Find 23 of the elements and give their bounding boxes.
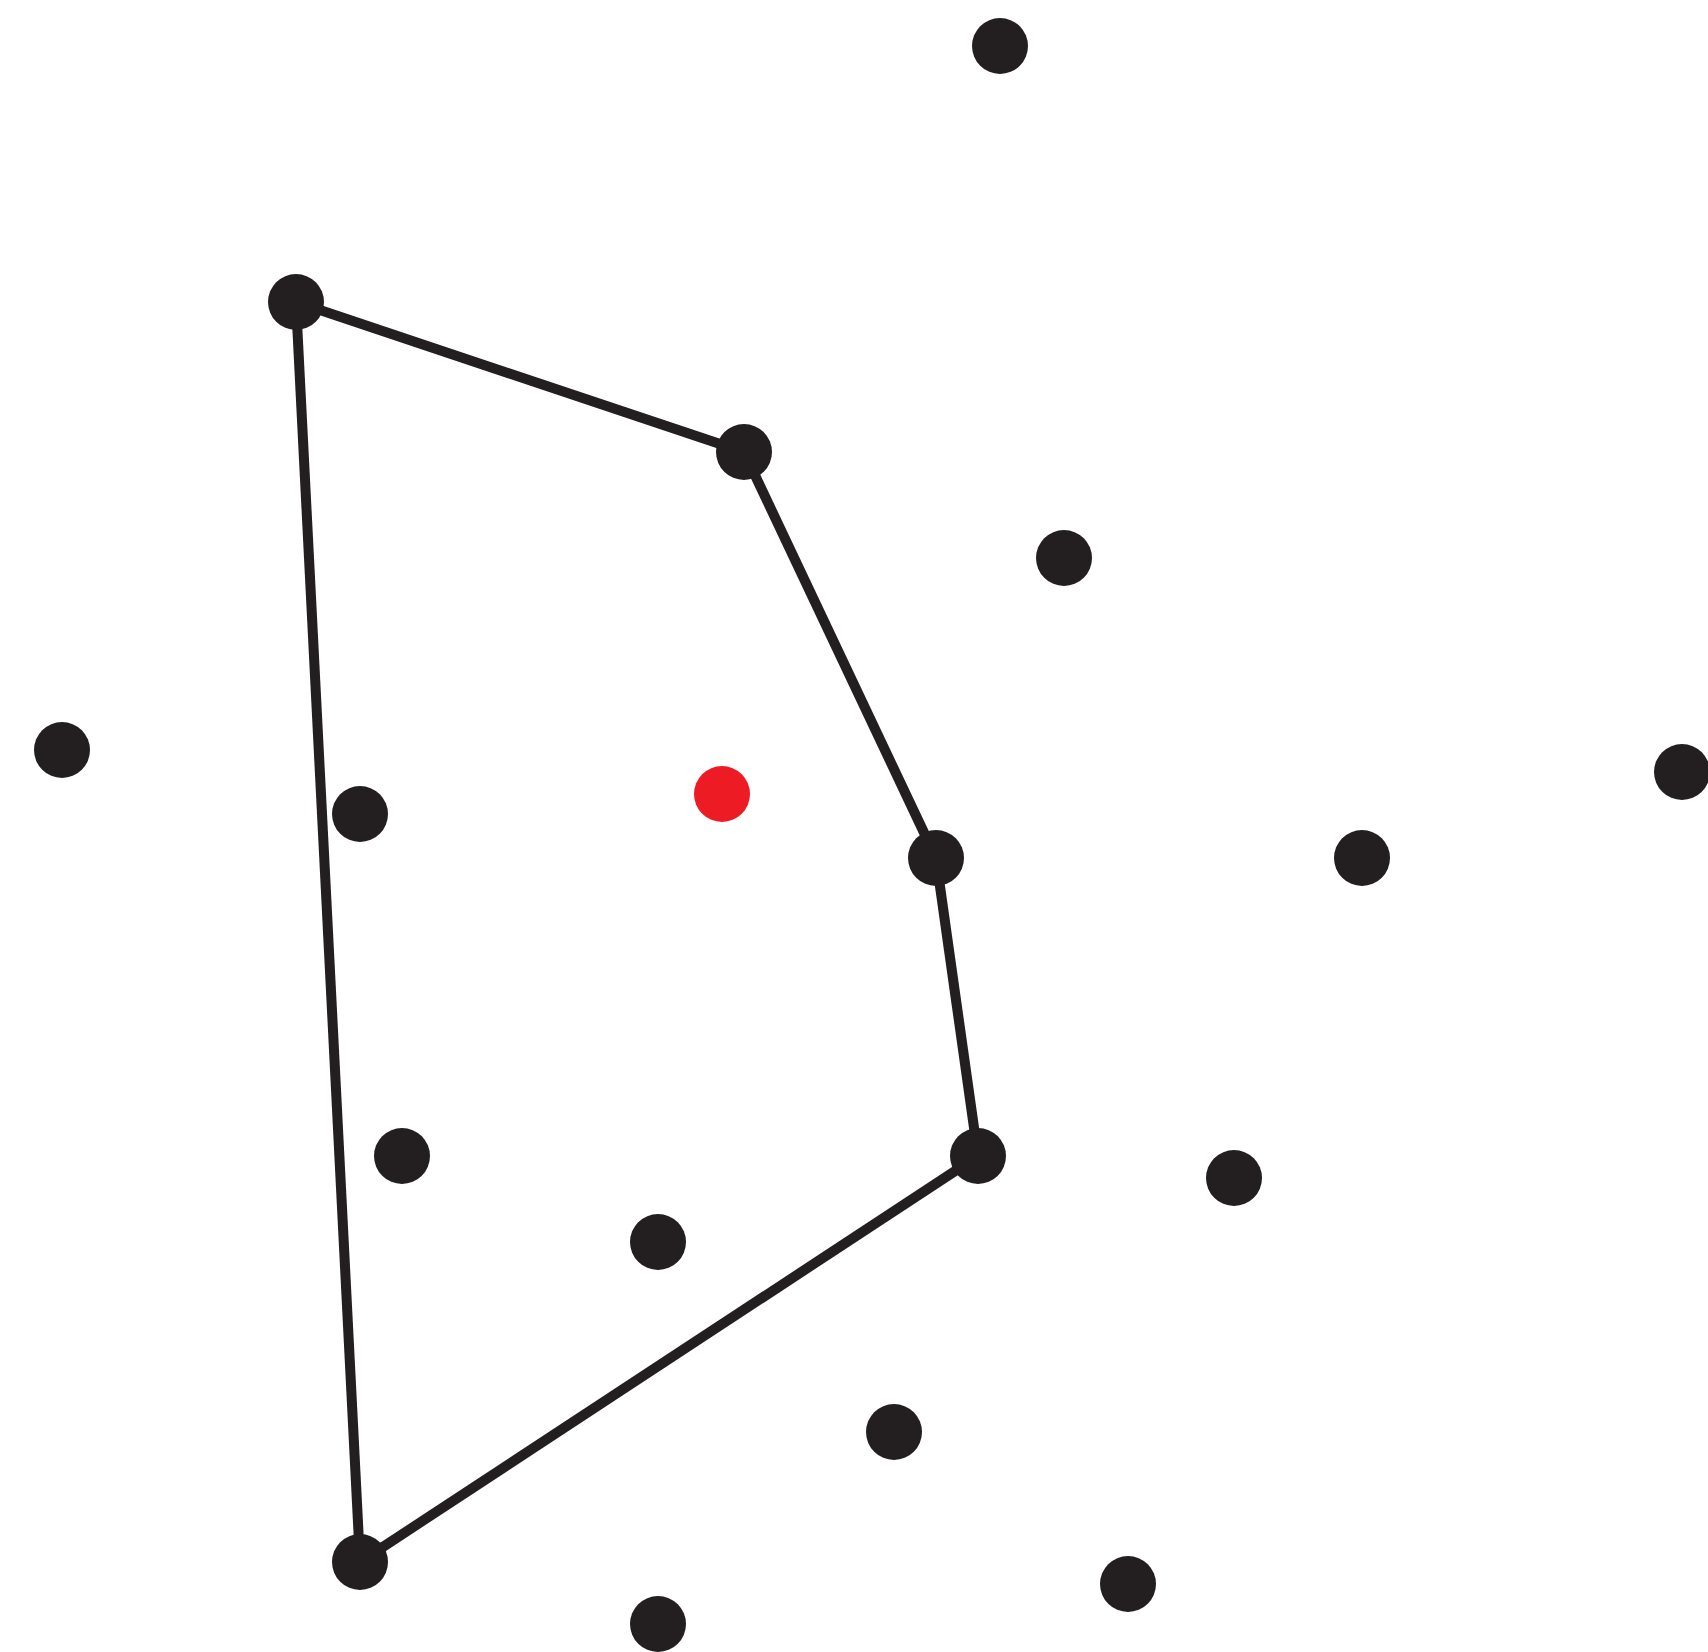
dot [630, 1214, 686, 1270]
dot [1654, 744, 1708, 800]
dot [716, 424, 772, 480]
dot [950, 1128, 1006, 1184]
dot [268, 274, 324, 330]
dot [630, 1596, 686, 1652]
polygon-edge [292, 327, 364, 1537]
dot [332, 1534, 388, 1590]
dot [374, 1128, 430, 1184]
polygon-edge [934, 883, 980, 1131]
dot [34, 722, 90, 778]
polygon-edge [379, 1166, 959, 1552]
dot [694, 766, 750, 822]
dot [1036, 530, 1092, 586]
dot [866, 1404, 922, 1460]
polygon-edge [319, 305, 721, 449]
dot [332, 786, 388, 842]
dot [1100, 1556, 1156, 1612]
dot [1334, 830, 1390, 886]
dot [1206, 1150, 1262, 1206]
polygon-edge [750, 473, 930, 837]
dot [972, 18, 1028, 74]
dot [908, 830, 964, 886]
